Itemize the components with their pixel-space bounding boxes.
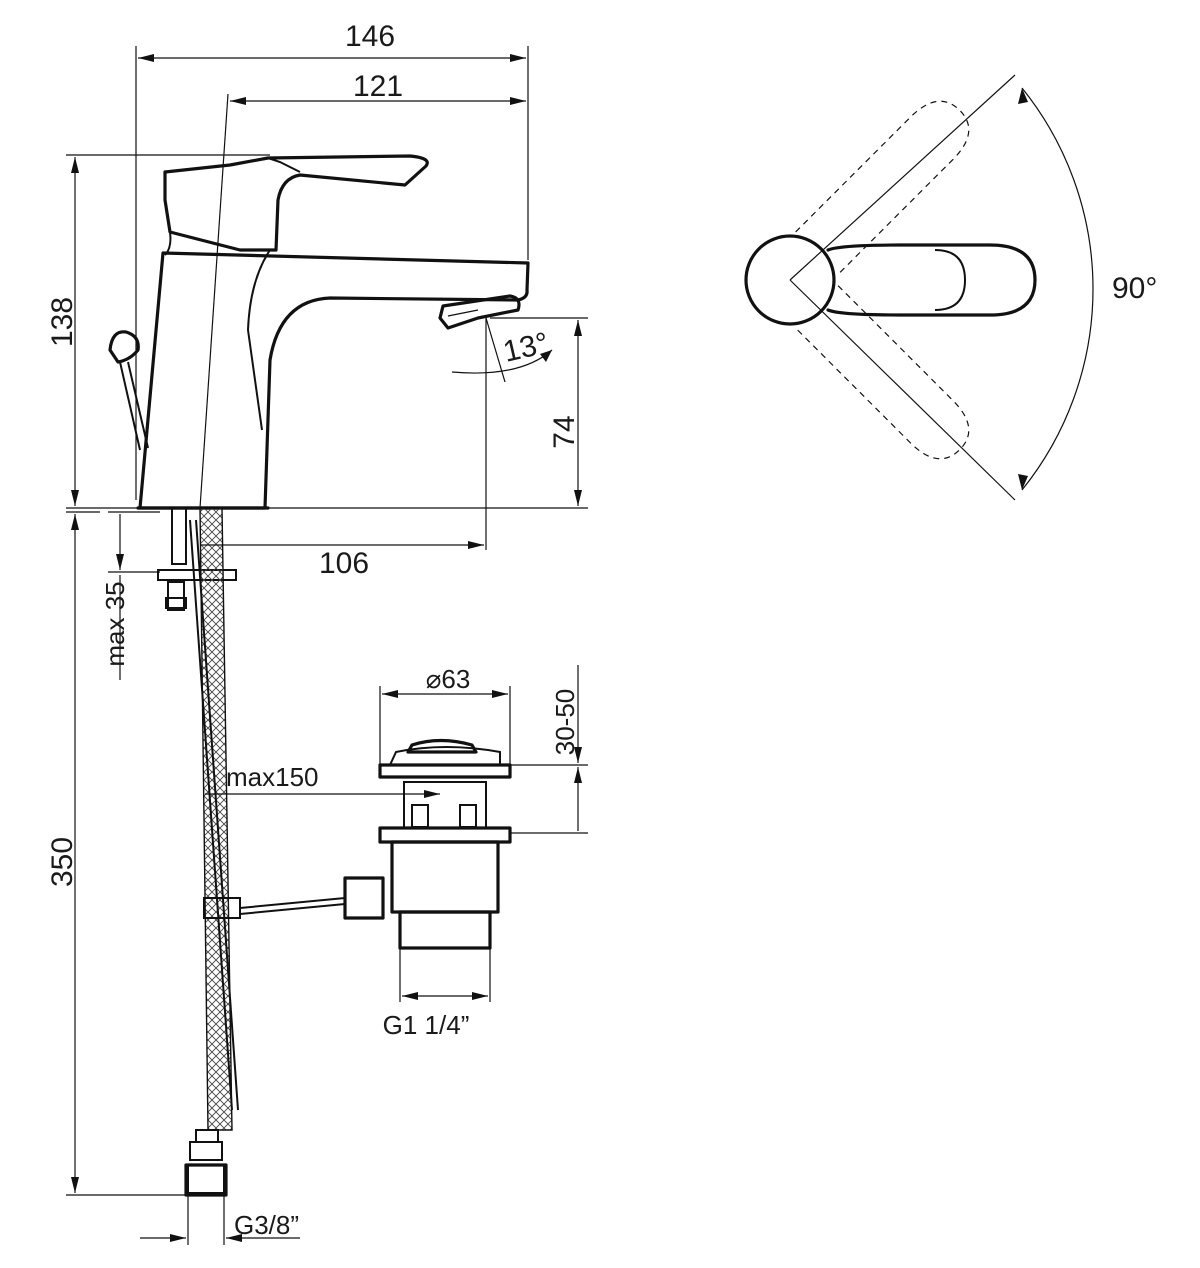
mounting-assembly bbox=[157, 507, 239, 1197]
label-lever-rotation: 90° bbox=[1112, 272, 1157, 305]
faucet-top-view bbox=[744, 74, 1094, 501]
dimension-lines bbox=[66, 46, 588, 1245]
label-hose-thread: G3/8” bbox=[234, 1210, 299, 1240]
label-spout-height: 74 bbox=[548, 415, 581, 448]
spout-aerator bbox=[438, 294, 521, 330]
label-pull-rod: max150 bbox=[226, 762, 319, 792]
faucet-side-view bbox=[108, 154, 530, 510]
popup-knob bbox=[108, 330, 149, 451]
label-waste-diameter: ⌀63 bbox=[426, 664, 471, 694]
faucet-body bbox=[138, 251, 530, 510]
lever-handle bbox=[163, 154, 429, 252]
label-spout-angle: 13° bbox=[500, 326, 552, 368]
popup-waste bbox=[203, 738, 512, 950]
label-height: 138 bbox=[46, 297, 79, 347]
dimension-labels: 146 121 138 74 13° 106 max 35 350 ⌀63 30… bbox=[46, 20, 1157, 1240]
label-spout-reach: 121 bbox=[353, 70, 403, 103]
label-max-thickness: max 35 bbox=[100, 581, 130, 666]
label-overall-width: 146 bbox=[345, 20, 395, 53]
braided-hose bbox=[199, 507, 233, 1131]
label-waste-height: 30-50 bbox=[550, 689, 580, 756]
label-hose-length: 350 bbox=[46, 837, 79, 887]
label-waste-thread: G1 1/4” bbox=[383, 1010, 470, 1040]
label-spout-offset: 106 bbox=[319, 547, 369, 580]
